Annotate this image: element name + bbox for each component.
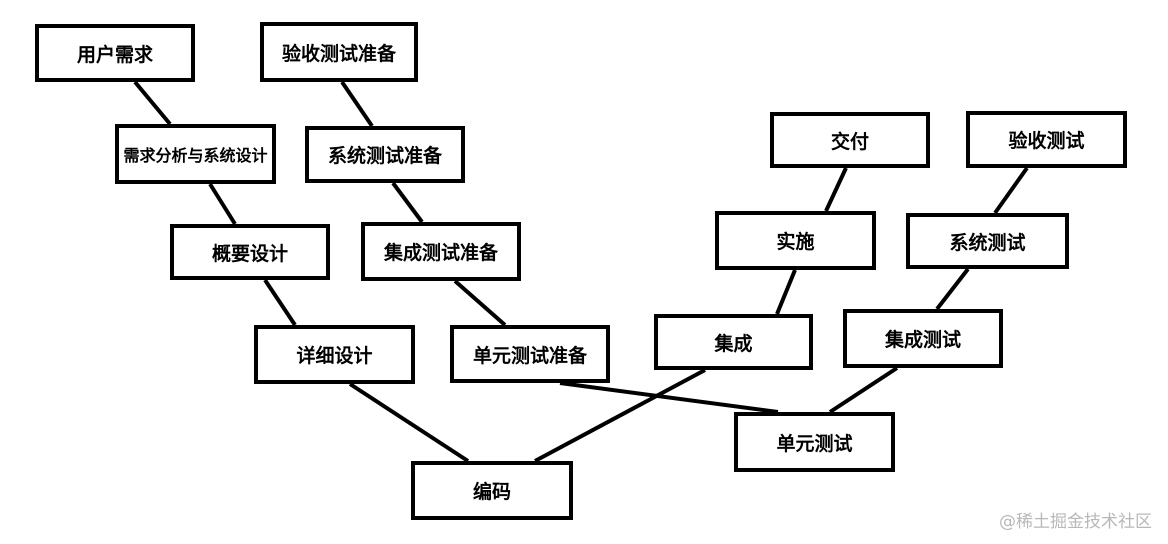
node-implementation: 实施 — [715, 211, 876, 270]
node-unit-test-prep: 单元测试准备 — [450, 325, 610, 383]
node-coding: 编码 — [411, 461, 573, 520]
line-analysis-to-high-level — [208, 182, 237, 226]
line-unit-prep-to-unit-test — [559, 381, 779, 414]
node-user-requirements: 用户需求 — [35, 24, 195, 82]
line-high-level-to-detailed — [263, 278, 297, 327]
node-detailed-design: 详细设计 — [254, 325, 415, 384]
node-integration-test-prep: 集成测试准备 — [361, 222, 521, 281]
node-system-test-prep: 系统测试准备 — [305, 126, 465, 183]
line-detailed-to-coding — [348, 382, 470, 463]
node-integration-test: 集成测试 — [843, 309, 1003, 368]
line-implementation-to-delivery — [824, 167, 848, 212]
line-user-req-to-analysis — [133, 80, 172, 126]
line-coding-to-integration — [534, 368, 706, 463]
line-integration-prep-to-unit-prep — [453, 279, 507, 327]
node-acceptance-test-prep: 验收测试准备 — [260, 22, 418, 82]
node-acceptance-test: 验收测试 — [966, 111, 1127, 168]
node-system-test: 系统测试 — [906, 213, 1069, 269]
line-system-test-to-acceptance-test — [993, 166, 1029, 215]
node-high-level-design: 概要设计 — [170, 224, 330, 280]
line-integration-to-implementation — [775, 269, 797, 315]
node-integration: 集成 — [654, 314, 813, 370]
node-unit-test: 单元测试 — [734, 412, 895, 472]
line-system-prep-to-integration-prep — [391, 181, 424, 224]
line-unit-test-to-integration-test — [828, 366, 899, 414]
node-delivery: 交付 — [770, 112, 930, 168]
watermark: @稀土掘金技术社区 — [999, 512, 1152, 532]
line-integration-test-to-system-test — [935, 267, 970, 311]
line-acceptance-prep-to-system-prep — [340, 80, 374, 128]
node-requirements-analysis: 需求分析与系统设计 — [115, 124, 276, 184]
